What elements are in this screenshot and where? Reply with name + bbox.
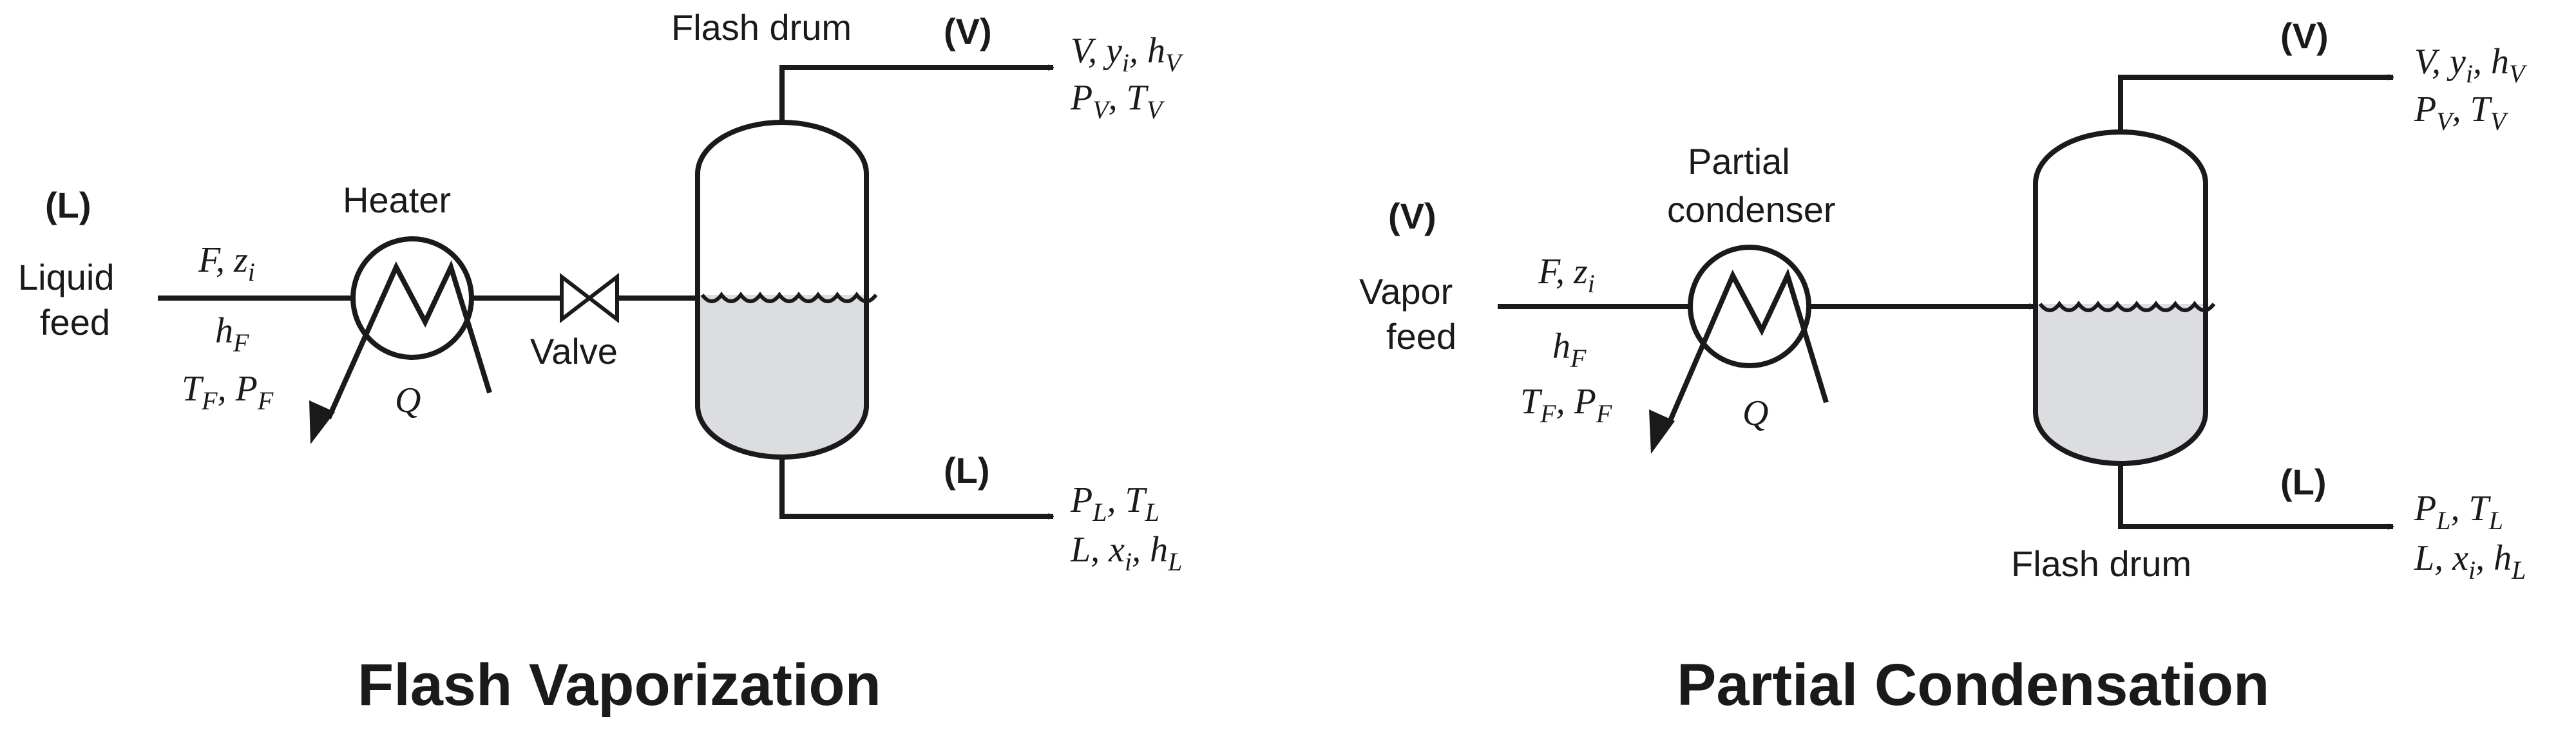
heater-q-label: Q: [395, 380, 421, 420]
feed-state-label: (L): [45, 185, 91, 225]
flash-drum: [2033, 129, 2216, 466]
drum-liquid: [698, 295, 866, 457]
liquid-vars-1: PL, TL: [1070, 480, 1159, 527]
drum-liquid-surface: [700, 292, 878, 303]
vapor-vars-1: V, yi, hV: [2414, 42, 2528, 88]
feed-state-label: (V): [1388, 196, 1436, 236]
vapor-vars-2: PV, TV: [1070, 78, 1165, 124]
feed-label-line2: feed: [40, 302, 110, 343]
drum-label: Flash drum: [2011, 543, 2191, 584]
flash-vaporization-panel: (L) Liquid feed F, zi hF TF, PF Heater Q…: [18, 7, 1184, 718]
feed-label-line1: Liquid: [18, 257, 114, 297]
liquid-state-label: (L): [2280, 462, 2327, 502]
condenser-label-line2: condenser: [1667, 189, 1836, 230]
feed-vars-h: hF: [215, 311, 249, 357]
liquid-vars-2: L, xi, hL: [1070, 530, 1182, 576]
liquid-state-label: (L): [944, 450, 990, 491]
feed-vars-h: hF: [1552, 326, 1587, 373]
feed-vars-tp: TF, PF: [182, 369, 274, 415]
drum-liquid: [2036, 304, 2206, 464]
panel-caption: Flash Vaporization: [358, 652, 881, 718]
liquid-vars-2: L, xi, hL: [2414, 538, 2526, 585]
vapor-outlet-line: [779, 68, 1053, 122]
valve-icon: [560, 272, 619, 324]
flash-drum: [695, 120, 878, 460]
condenser-heat-arrowhead: [1649, 409, 1675, 454]
feed-vars-tp: TF, PF: [1520, 382, 1612, 428]
liquid-outlet-line: [779, 457, 1053, 516]
vapor-state-label: (V): [2280, 15, 2329, 56]
feed-label-line1: Vapor: [1359, 271, 1453, 312]
liquid-outlet-line: [2118, 464, 2393, 527]
partial-condensation-panel: (V) Vapor feed F, zi hF TF, PF Partial c…: [1359, 15, 2528, 718]
vapor-vars-2: PV, TV: [2414, 89, 2509, 136]
heater-exchanger: [309, 236, 492, 444]
feed-label-line2: feed: [1386, 316, 1456, 357]
heater-heat-arrowhead: [309, 400, 335, 444]
feed-vars-fz: F, zi: [198, 240, 255, 286]
partial-condenser-exchanger: [1649, 245, 1829, 454]
vapor-outlet-line: [2118, 77, 2393, 132]
liquid-vars-1: PL, TL: [2414, 489, 2503, 535]
vapor-vars-1: V, yi, hV: [1071, 31, 1184, 77]
valve-label: Valve: [530, 331, 618, 371]
drum-liquid-surface: [2038, 301, 2216, 312]
panel-caption: Partial Condensation: [1677, 652, 2269, 718]
heater-label: Heater: [343, 180, 451, 220]
feed-vars-fz: F, zi: [1538, 252, 1595, 298]
drum-label: Flash drum: [671, 7, 852, 48]
vapor-state-label: (V): [944, 11, 992, 52]
condenser-q-label: Q: [1742, 393, 1768, 433]
condenser-label-line1: Partial: [1688, 141, 1790, 182]
